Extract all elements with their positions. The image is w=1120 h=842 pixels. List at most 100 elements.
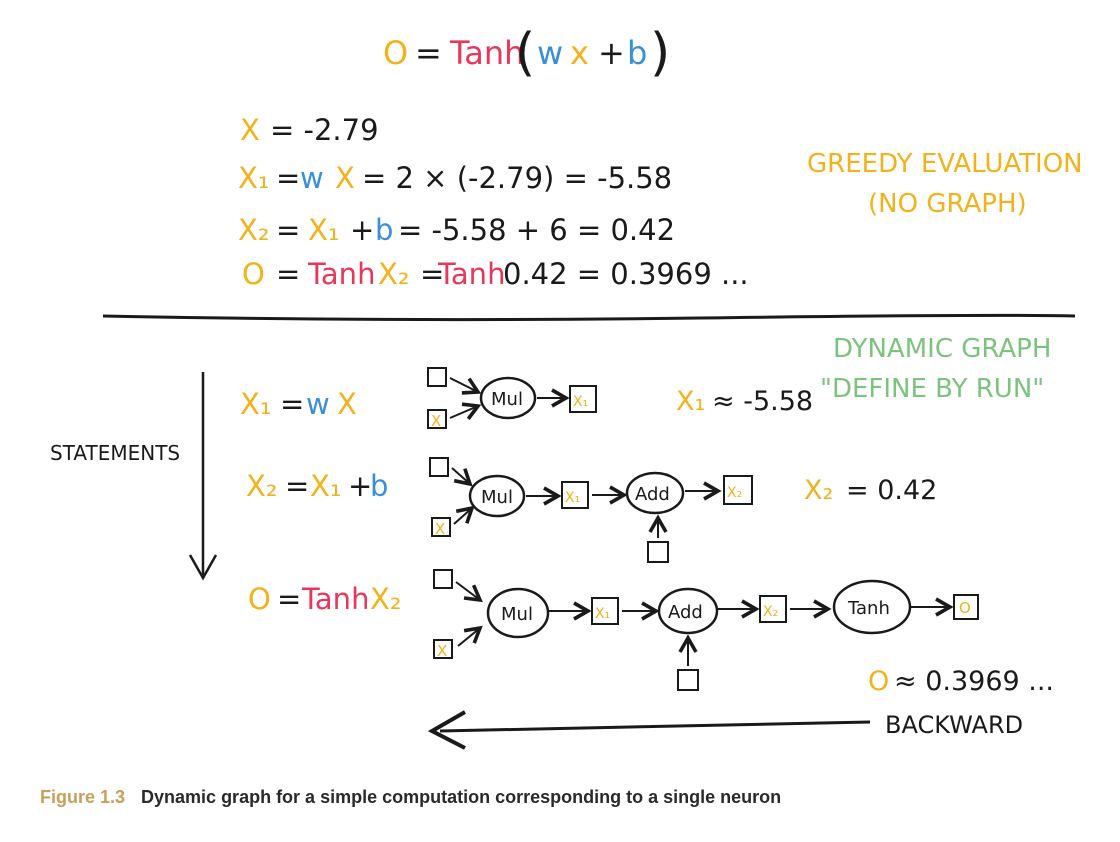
row2-graph: X Mul X₁ Add X₂ [429, 457, 753, 563]
backward-arrow [439, 720, 871, 733]
row1-result-rhs: ≈ -5.58 [712, 386, 813, 417]
greedy-line2-rhs: = 2 × (-2.79) = -5.58 [362, 161, 672, 195]
row3-statement: O = Tanh X₂ [248, 582, 402, 616]
row3-input-x-box [433, 639, 453, 659]
backward-arrow-head [427, 710, 466, 750]
dynamic-label-line1: DYNAMIC GRAPH [833, 334, 1051, 364]
row2-statement: X₂ = X₁ + b [246, 469, 388, 503]
row2-output-box [723, 475, 753, 505]
formula-w: w [537, 34, 563, 72]
greedy-line1-rhs: = -2.79 [270, 113, 379, 147]
row3-mid2-label: X₂ [763, 604, 778, 620]
row3-input-w-box [433, 569, 453, 589]
row3-graph: X Mul X₁ Add X₂ Tanh O [433, 569, 979, 691]
row3-bias-box [677, 669, 699, 691]
row1-w: w [306, 387, 330, 421]
row2-edge-w [451, 467, 473, 487]
row2-eq: = [285, 469, 309, 503]
row1-eq: = [280, 387, 304, 421]
row3-tanh: Tanh [301, 582, 369, 616]
row3-mul-label: Mul [501, 604, 533, 625]
row1-output-box [569, 385, 597, 413]
greedy-line1-lhs: X [240, 113, 260, 147]
dynamic-label-line2: "DEFINE BY RUN" [820, 374, 1044, 404]
row3-mul-node [486, 587, 550, 639]
greedy-line3-lhs: X₂ [238, 213, 270, 247]
row3-edge-w [455, 581, 483, 603]
row1-input-x-box [427, 409, 447, 429]
formula-b: b [627, 34, 647, 72]
formula-close-paren: ) [650, 23, 670, 83]
row2-add-label: Add [635, 484, 670, 505]
greedy-line3-plus: + [350, 213, 374, 247]
row1-edge-x [449, 402, 482, 420]
formula-eq: = [415, 34, 442, 72]
row1-x: X [337, 387, 357, 421]
statements-label: STATEMENTS [50, 441, 180, 465]
row3-result: O ≈ 0.3969 ... [868, 666, 1054, 697]
formula-plus: + [598, 34, 625, 72]
row2-edge-x [453, 505, 475, 525]
row3-output-box [953, 594, 979, 620]
row1-input-w-box [427, 367, 447, 387]
row1-output-label: X₁ [573, 394, 588, 410]
row2-result-lhs: X₂ [804, 475, 833, 506]
row3-result-rhs: ≈ 0.3969 ... [894, 666, 1054, 697]
row1-statement: X₁ = w X [240, 387, 357, 421]
row2-input-x-label: X [435, 520, 445, 538]
greedy-line4-x2: X₂ [378, 257, 410, 291]
greedy-label-line2: (NO GRAPH) [868, 189, 1027, 219]
row3-lhs: O [248, 582, 271, 616]
row3-add-label: Add [668, 602, 703, 623]
row3-input-x-label: X [437, 642, 447, 660]
greedy-line4-eq2: = [420, 257, 444, 291]
top-formula: O = Tanh ( w x + b ) [383, 23, 670, 83]
row1-result: X₁ ≈ -5.58 [676, 386, 813, 417]
row3-add-node [657, 587, 719, 635]
row1-edge-w [449, 377, 482, 395]
section-divider [102, 313, 1076, 322]
greedy-line4-tanh2: Tanh [437, 257, 505, 291]
row2-input-x-box [431, 517, 451, 537]
row3-mid1-label: X₁ [595, 606, 610, 622]
row2-result-rhs: = 0.42 [846, 475, 937, 506]
greedy-line4-eq: = [276, 257, 300, 291]
dynamic-label: DYNAMIC GRAPH "DEFINE BY RUN" [820, 334, 1051, 404]
row3-tanh-label: Tanh [847, 598, 890, 619]
row1-mul-label: Mul [491, 389, 523, 410]
formula-o: O [383, 34, 408, 72]
greedy-line2-w: w [300, 161, 324, 195]
row2-result: X₂ = 0.42 [804, 475, 937, 506]
backward-label: BACKWARD [885, 711, 1023, 739]
greedy-line4-tanh: Tanh [307, 257, 375, 291]
greedy-line4-lhs: O [242, 257, 265, 291]
row2-mul-label: Mul [481, 487, 513, 508]
greedy-line2-x: X [335, 161, 355, 195]
greedy-line2-eq: = [276, 161, 300, 195]
statements-arrow-head [188, 554, 218, 581]
greedy-line2-lhs: X₁ [238, 161, 270, 195]
formula-tanh: Tanh [449, 34, 524, 72]
row2-b: b [370, 469, 388, 503]
row1-result-lhs: X₁ [676, 386, 705, 417]
row3-mid2-box [759, 595, 787, 623]
row3-x2: X₂ [370, 582, 402, 616]
greedy-line3-x1: X₁ [308, 213, 340, 247]
figure-caption-text: Dynamic graph for a simple computation c… [141, 787, 782, 807]
row3-output-label: O [959, 599, 971, 617]
formula-open-paren: ( [515, 23, 535, 83]
row1-mul-node [479, 376, 537, 420]
row2-mul-node [468, 474, 526, 518]
greedy-label-line1: GREEDY EVALUATION [807, 149, 1083, 179]
greedy-line3-eq: = [276, 213, 300, 247]
row3-result-lhs: O [868, 666, 889, 697]
greedy-line3-b: b [375, 213, 393, 247]
row2-mid-box [561, 481, 589, 509]
greedy-line4-rhs: 0.42 = 0.3969 ... [503, 257, 749, 291]
row1-lhs: X₁ [240, 387, 272, 421]
row2-output-label: X₂ [727, 485, 742, 501]
row1-input-x-label: X [431, 412, 441, 430]
row3-eq: = [277, 582, 301, 616]
